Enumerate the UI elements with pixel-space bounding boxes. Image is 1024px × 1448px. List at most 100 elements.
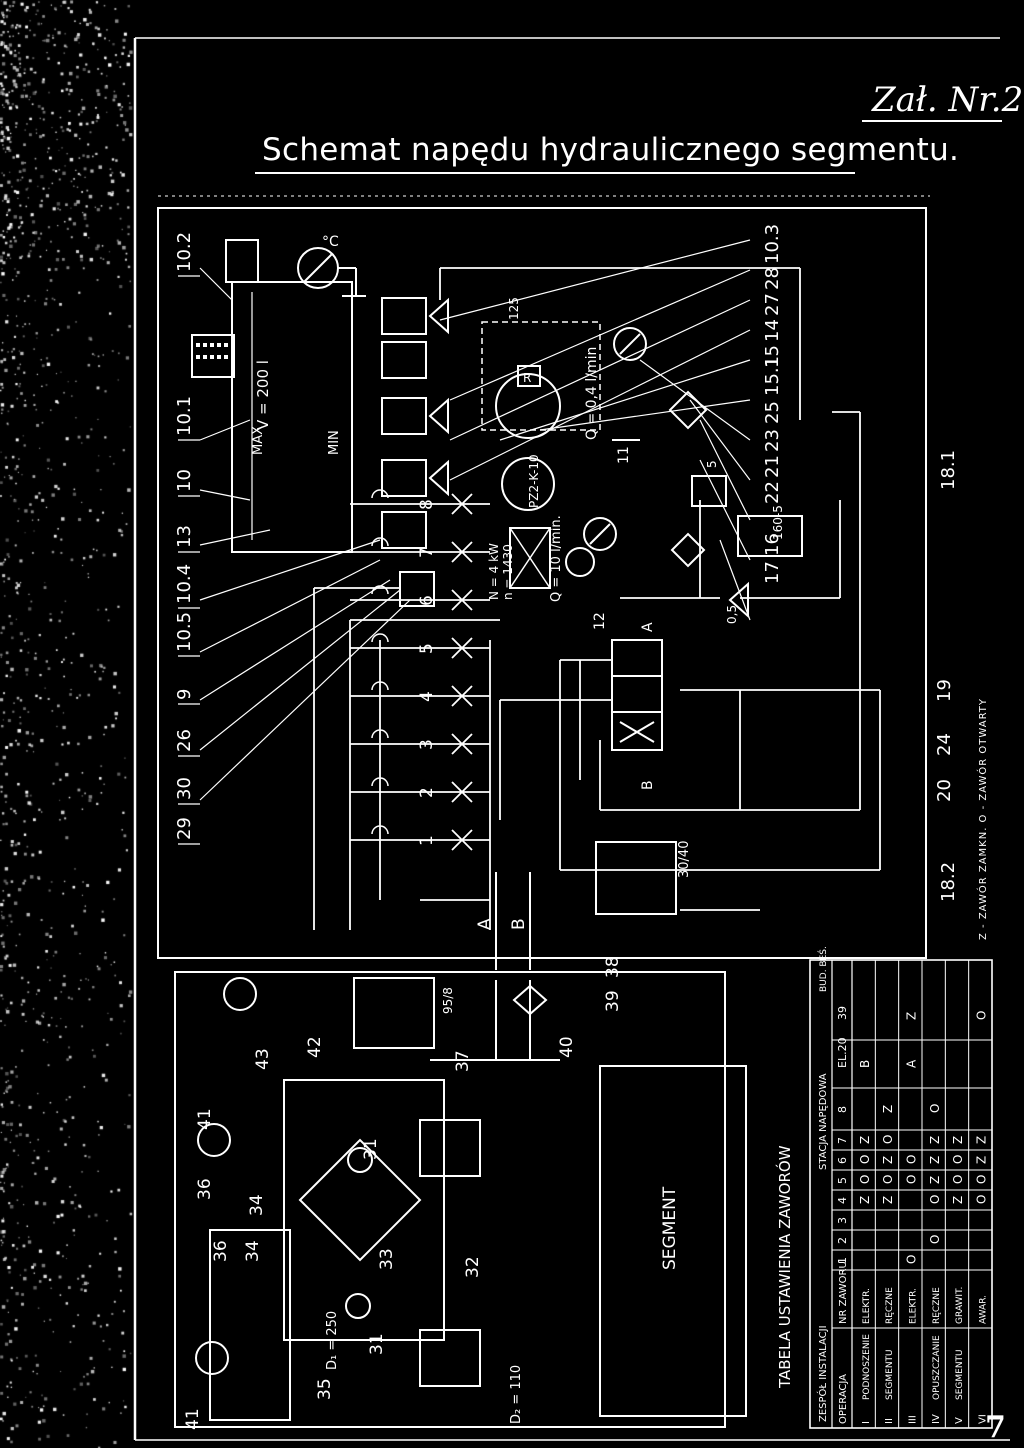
- valve-number: 4: [417, 691, 437, 702]
- table-cell: O: [928, 1195, 942, 1204]
- table-row-number: I: [861, 1421, 872, 1424]
- motor-cross-2: [509, 527, 551, 589]
- shuttle-valve: [512, 984, 548, 1016]
- throttle-valve: [353, 977, 435, 1049]
- line-a-label: A: [475, 918, 495, 930]
- pressure-valve-30: [595, 841, 677, 915]
- component-label-top: 10.4: [174, 564, 195, 604]
- component-label-right: 15: [762, 345, 783, 368]
- component-label-lower: 33: [377, 1248, 397, 1270]
- component-label-right: 16: [762, 533, 783, 556]
- table-cell: Z: [858, 1136, 872, 1144]
- table-cell: B: [858, 1060, 872, 1068]
- p30-label: 30/40: [677, 841, 692, 878]
- attachment-label: Zał. Nr.2: [872, 80, 1024, 120]
- table-header-cell: 8: [836, 1106, 849, 1113]
- pump-main: [501, 457, 555, 511]
- component-label-right: 27: [762, 293, 783, 316]
- attachment-underline: [862, 120, 1002, 122]
- table-header-cell: 6: [836, 1157, 849, 1164]
- manual-valve-mark: [451, 493, 473, 515]
- valve-setting-table: TABELA USTAWIENIA ZAWORÓW ZESPÓŁ INSTALA…: [775, 946, 993, 1429]
- tank: [231, 281, 353, 553]
- gauge-36a: [197, 1123, 231, 1157]
- lower-schematic-frame: [174, 971, 726, 1428]
- table-cell: Z: [951, 1196, 965, 1204]
- component-label-right: 25: [762, 401, 783, 424]
- pipe-hop: [371, 729, 389, 739]
- circuit-lines: [439, 267, 881, 911]
- component-label-bottom: 20: [934, 779, 955, 802]
- page-number: 7: [985, 1410, 1006, 1445]
- component-label-bottom: 19: [934, 679, 955, 702]
- table-group-station: STACJA NAPĘDOWA: [818, 1073, 829, 1170]
- filter-diamond-2: [670, 532, 706, 568]
- gauge-inner-b: [345, 1293, 371, 1319]
- pump-r-label: R: [523, 371, 531, 385]
- segment-label: SEGMENT: [660, 1186, 680, 1270]
- p160-label: 160-5: [771, 505, 785, 540]
- component-label-lower: 41: [195, 1108, 215, 1130]
- table-row-operation: OPUSZCZANIE: [932, 1335, 942, 1400]
- gauge-inner-a: [347, 1147, 373, 1173]
- gauge-36b: [195, 1341, 229, 1375]
- table-row-mode: GRAWIT.: [955, 1287, 965, 1324]
- table-header-cell: EL.20: [836, 1037, 849, 1068]
- manual-valve-mark: [451, 637, 473, 659]
- component-label-top: 30: [174, 777, 195, 800]
- component-label-top: 10.5: [174, 612, 195, 652]
- pipe-hop: [371, 681, 389, 691]
- component-label-lower: 36: [195, 1178, 215, 1200]
- component-label-lower: 35: [315, 1378, 335, 1400]
- table-header-cell: 7: [836, 1137, 849, 1144]
- component-label-bottom: 18.1: [938, 450, 959, 490]
- table-row-number: V: [954, 1417, 965, 1424]
- manual-valve-mark: [451, 733, 473, 755]
- component-label-lower: 42: [305, 1036, 325, 1058]
- cyl-d1: D₁ = 250: [325, 1311, 340, 1370]
- tank-volume: V = 200 l: [254, 360, 272, 430]
- table-header-cell: NR ZAWORU: [838, 1261, 849, 1324]
- valve-legend-note: Z - ZAWÓR ZAMKN. O - ZAWÓR OTWARTY: [976, 698, 989, 940]
- breather-filter: [225, 239, 259, 283]
- component-label-right: 15.1: [762, 356, 783, 396]
- motor-speed: n = 1430: [501, 544, 515, 600]
- valve-number: 7: [417, 547, 437, 558]
- p95-label: 95/8: [441, 987, 455, 1014]
- valve-number: 6: [417, 595, 437, 606]
- component-label-lower: 31: [361, 1138, 381, 1160]
- leader-lines: [199, 239, 751, 801]
- cylinder-left: [283, 1079, 445, 1341]
- component-label-right: 21: [762, 455, 783, 478]
- lock-valve-bottom: [419, 1329, 481, 1387]
- table-cell: A: [904, 1059, 918, 1068]
- component-label-right: 10.3: [762, 224, 783, 264]
- table-group-bud: BUD. BEŚ.: [817, 946, 829, 992]
- component-label-top: 29: [174, 817, 195, 840]
- component-label-lower: 31: [367, 1333, 387, 1355]
- table-header-cell: 1: [836, 1257, 849, 1264]
- component-label-lower: 37: [453, 1050, 473, 1072]
- pump-label: PZ2-K-10: [527, 454, 541, 508]
- table-cell: Z: [881, 1105, 895, 1113]
- p125-label: 125: [507, 297, 521, 320]
- diagram-title: Schemat napędu hydraulicznego segmentu.: [262, 132, 960, 168]
- gauge-right: [613, 327, 647, 361]
- gauge-mid-needle: [589, 523, 611, 545]
- table-cell: O: [904, 1175, 918, 1184]
- pipe-hop: [371, 777, 389, 787]
- dv-a: A: [640, 622, 656, 632]
- table-cell: O: [928, 1104, 942, 1113]
- component-label-top: 13: [174, 525, 195, 548]
- component-label-lower: 32: [463, 1256, 483, 1278]
- line-b-label: B: [509, 918, 529, 930]
- gauge-mid: [583, 517, 617, 551]
- v12-label: 12: [592, 612, 608, 630]
- cyl-d2: D₂ = 110: [509, 1365, 524, 1424]
- cross-link: [298, 1138, 422, 1262]
- table-header-cell: 3: [836, 1217, 849, 1224]
- table-cell: Z: [904, 1012, 918, 1020]
